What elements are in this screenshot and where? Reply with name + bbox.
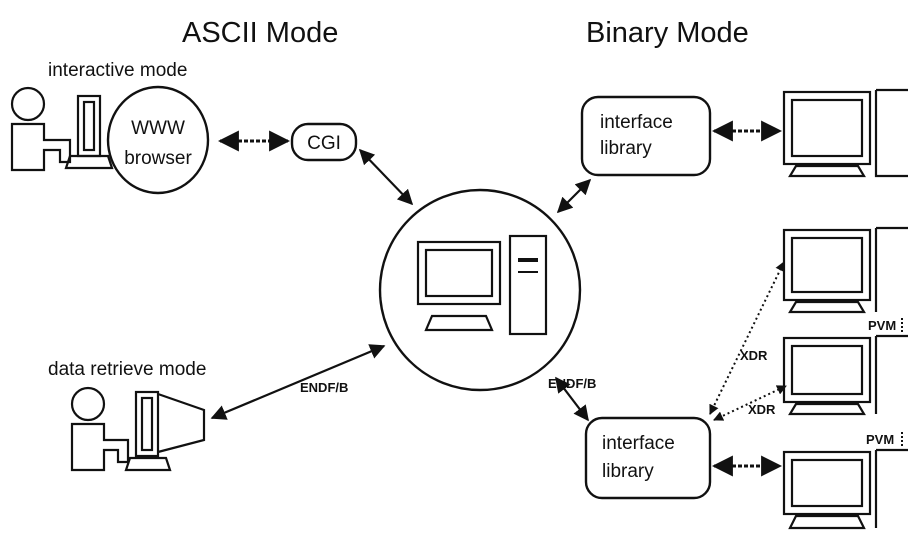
browser-line1: WWW: [131, 118, 185, 139]
interface-library-bottom: interface library: [584, 416, 712, 500]
pvm-label-2: PVM: [866, 432, 894, 447]
data-retrieve-mode-label: data retrieve mode: [48, 359, 206, 380]
library-top-line2: library: [600, 138, 652, 159]
cgi-box: CGI: [290, 122, 358, 162]
library-bottom-line2: library: [602, 461, 654, 482]
interactive-mode-label: interactive mode: [48, 60, 187, 81]
interactive-monitor-icon: [64, 94, 114, 170]
xdr-label-2: XDR: [748, 402, 776, 417]
cgi-server-link: [358, 148, 414, 206]
browser-line2: browser: [124, 148, 192, 169]
cgi-label: CGI: [307, 133, 341, 154]
retrieve-monitor-icon: [124, 390, 206, 472]
endf-left-label: ENDF/B: [300, 380, 348, 395]
library-bottom-line1: interface: [602, 433, 675, 454]
xdr-link-1: [709, 261, 785, 415]
computer-top-icon: [782, 88, 908, 178]
pvm-label-1: PVM: [868, 318, 896, 333]
server-library-bottom-link: [555, 376, 589, 422]
retrieve-user-icon: [70, 386, 130, 472]
interface-library-top: interface library: [580, 95, 712, 177]
retrieve-server-link: [210, 344, 386, 420]
www-browser-bubble: WWW browser: [106, 85, 210, 195]
interactive-user-icon: [10, 86, 72, 172]
server-library-top-link: [556, 178, 592, 214]
cluster-computer-2-icon: [782, 334, 908, 416]
library-top-line1: interface: [600, 112, 673, 133]
cluster-computer-1-icon: [782, 226, 908, 314]
central-server: [378, 188, 582, 392]
ascii-mode-heading: ASCII Mode: [182, 17, 338, 49]
cluster-computer-3-icon: [782, 448, 908, 530]
binary-mode-heading: Binary Mode: [586, 17, 749, 49]
xdr-link-2: [713, 385, 787, 421]
xdr-label-1: XDR: [740, 348, 768, 363]
endf-right-label: ENDF/B: [548, 376, 596, 391]
